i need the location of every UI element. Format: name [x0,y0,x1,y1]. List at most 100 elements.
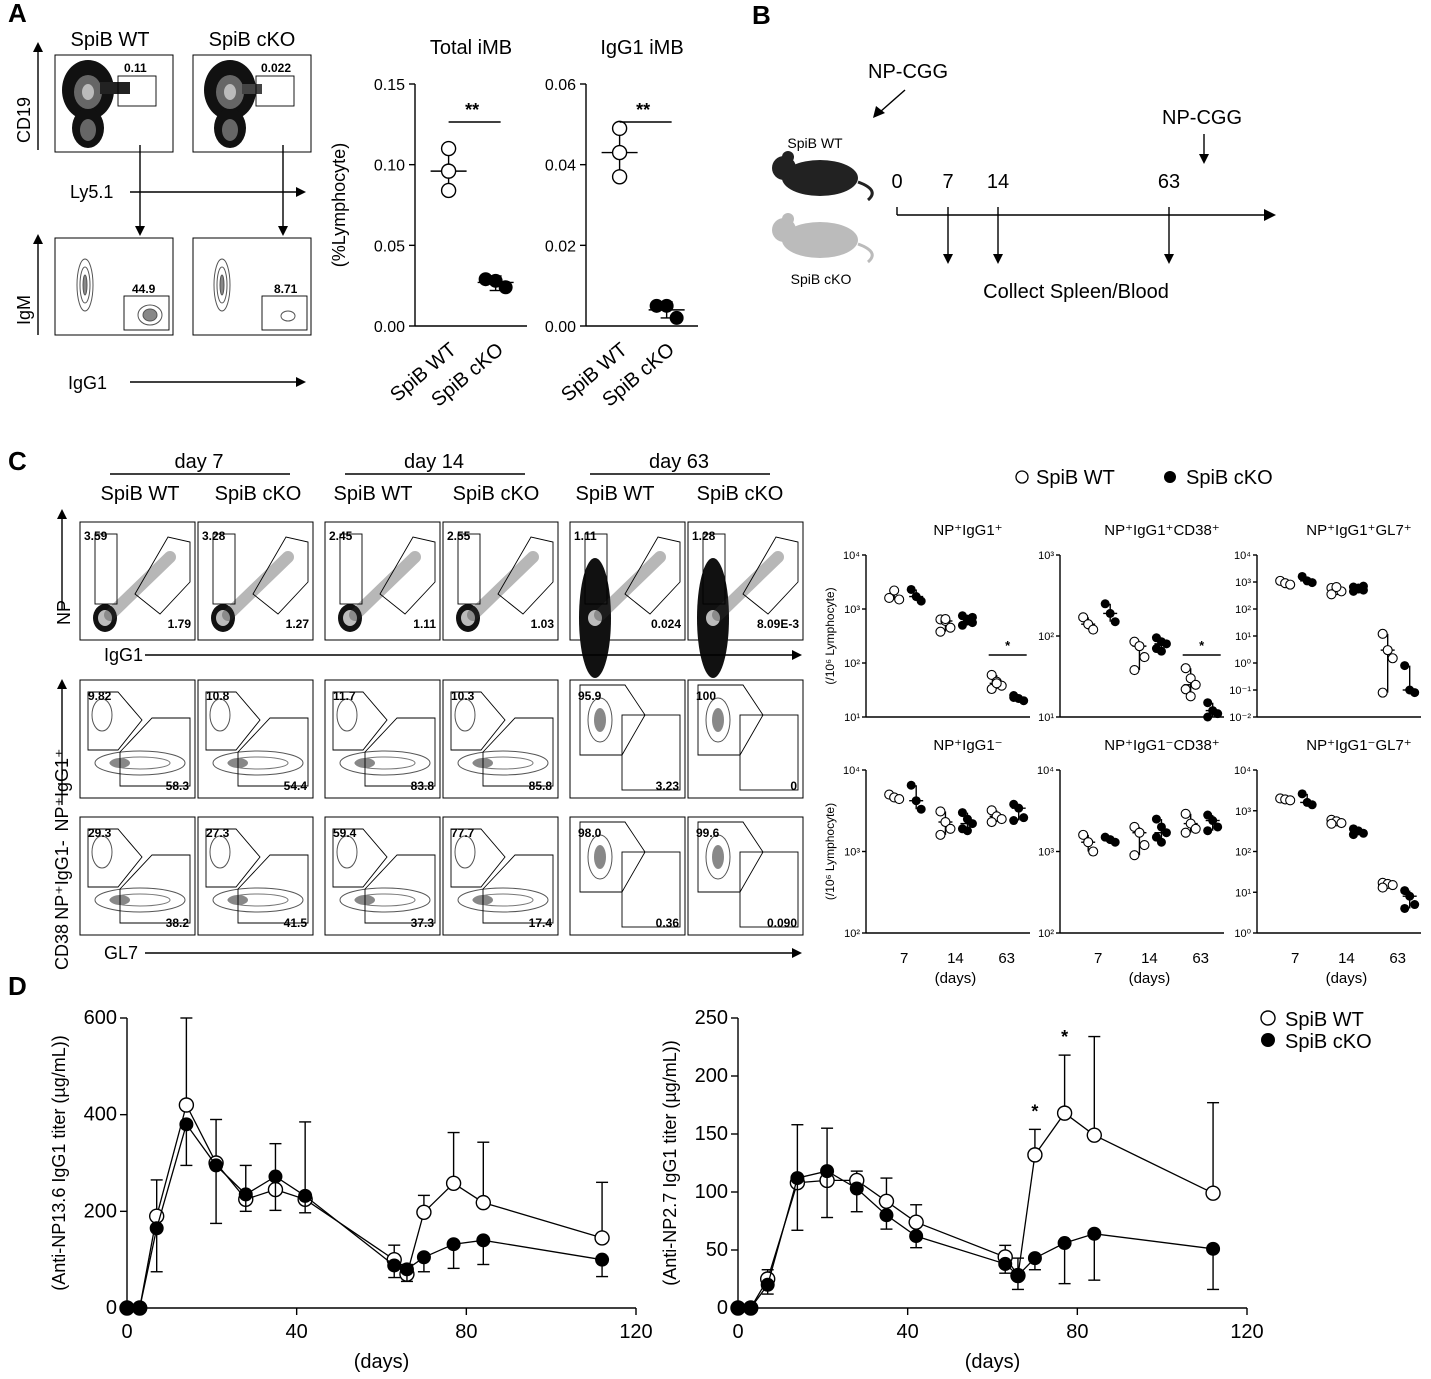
data-point [1377,687,1388,698]
data-point [1348,830,1358,840]
data-point [1086,1127,1103,1143]
mouse-cko-label: SpiB cKO [791,271,852,287]
x-tick-label: 14 [1338,950,1355,967]
chart-title: Total iMB [430,37,512,59]
facs-gate-value: 59.4 [333,826,357,840]
facs-gate [205,828,261,888]
arrow-head-icon [296,187,306,197]
day-header-14: day 14 [404,451,464,473]
data-point [595,1252,610,1267]
data-point [1358,581,1368,591]
facs-gate-value: 3.59 [84,529,108,543]
facs-contour [212,887,304,913]
data-point [935,806,946,817]
facs-gate [87,828,143,888]
facs-a-bottom-cko-gate [261,295,308,331]
data-point [1203,712,1213,722]
facs-c-column-label: SpiB cKO [215,483,302,505]
facs-gate [579,821,646,893]
data-point [935,626,946,637]
panel-d-legend: SpiB WT SpiB cKO [1260,1009,1372,1053]
facs-contour [212,750,304,776]
data-point [1387,653,1398,664]
facs-contour [94,750,186,776]
chart-title: NP⁺IgG1⁻ [933,737,1002,754]
data-point [1088,624,1099,635]
y-axis-label: (/10⁶ Lymphocyte) [823,803,837,900]
facs-gate [450,828,506,888]
chart-title: NP⁺IgG1⁺GL7⁺ [1306,522,1411,539]
y-tick-label: 10⁴ [1037,765,1054,777]
day-header-63: day 63 [649,451,709,473]
y-tick-label: 0 [717,1297,728,1319]
y-tick-label: 10⁰ [1234,658,1251,670]
y-axis-label: (%Lymphocyte) [329,143,349,267]
facs-c-plot [569,816,686,936]
data-point [1400,661,1410,671]
facs-contour [712,708,724,732]
facs-gate-value: 27.3 [206,826,230,840]
data-point [1297,789,1307,799]
data-point [1400,903,1410,913]
facs-gate [482,854,554,924]
data-point [1410,900,1420,910]
x-tick-label: 7 [900,950,908,967]
x-tick-label: 0 [121,1321,132,1343]
y-tick-label: 10¹ [1235,631,1251,643]
arrow-head-icon [278,226,288,236]
y-tick-label: 10³ [1235,806,1251,818]
significance-label: * [1031,1101,1038,1121]
y-tick-label: 10² [1038,631,1054,643]
panel-b-schedule: NP-CGG SpiB WT SpiB cKO 0 7 14 63 NP- [772,61,1276,303]
facs-gate-value: 1.79 [168,617,192,631]
arrow-head-icon [1264,209,1276,221]
data-point [611,120,628,137]
facs-gate-value: 0.090 [767,916,797,930]
significance-label: * [1005,638,1011,653]
x-tick-label: 14 [947,950,964,967]
data-point [1156,646,1166,656]
data-point [178,1097,195,1113]
facs-gate-value: 95.9 [578,689,602,703]
facs-gate [579,684,646,756]
facs-gate [332,691,388,751]
data-point [1336,817,1347,829]
data-point [743,1301,758,1315]
facs-gate [584,533,608,605]
facs-gate-value: 0.024 [651,617,681,631]
facs-contour [336,835,358,869]
facs-a-top-cko-contour [204,60,262,148]
facs-c-r1-x-label: IgG1 [104,645,143,665]
arrow-head-icon [296,377,306,387]
data-point [1139,839,1150,851]
data-point [446,1237,461,1252]
facs-gate-value: 0.36 [656,916,680,930]
x-axis-label: (days) [935,970,977,987]
chart-title: NP⁺IgG1⁻GL7⁺ [1306,737,1411,754]
data-point [440,163,457,179]
facs-a-bottom-y-label: IgM [14,295,34,325]
data-point [908,1214,924,1230]
mouse-wt-icon [772,151,874,202]
facs-gate-value: 58.3 [166,779,190,793]
data-point [1110,617,1120,627]
facs-c-column-label: SpiB WT [334,483,413,505]
panel-label-a: A [8,0,27,28]
data-point [594,1230,610,1246]
arrow-head-icon [873,106,885,118]
data-point [820,1164,835,1179]
x-axis-label: (days) [1326,970,1368,987]
data-point [416,1204,432,1221]
data-point [894,594,905,605]
facs-gate [119,717,191,787]
facs-c-r3-y-label: NP⁺IgG1- [52,840,72,920]
data-point [1057,1236,1072,1251]
y-tick-label: 10¹ [844,712,860,724]
series-line [738,1170,1214,1309]
facs-a-col-cko: SpiB cKO [209,29,296,51]
data-point [1382,645,1393,656]
data-point [1205,1185,1221,1201]
y-tick-label: 10² [844,658,860,670]
